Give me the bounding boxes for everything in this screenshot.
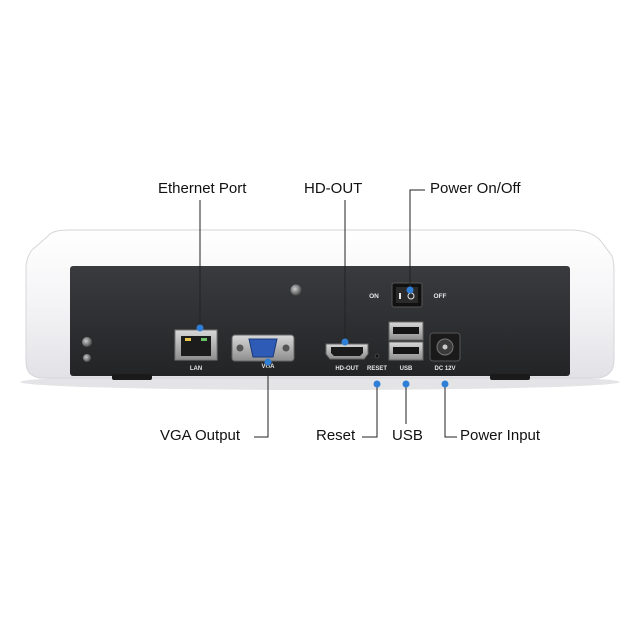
foot-right [490,374,530,380]
callout-usb: USB [392,427,423,444]
marker-power-switch-icon [406,286,414,294]
lan-port [174,329,218,361]
callout-hd-out: HD-OUT [304,180,363,197]
usb-ports [388,321,424,361]
hdmi-port-label: HD-OUT [335,366,359,372]
mounting-screw-icon [290,284,302,296]
callout-leaders [199,189,457,438]
callout-reset: Reset [316,427,356,444]
switch-on-label: ON [369,293,379,300]
marker-vga-icon [264,358,272,366]
hdmi-port [325,343,369,360]
callout-ethernet-port: Ethernet Port [158,180,247,197]
reset-port-label: RESET [367,366,387,372]
marker-power-input-icon [441,380,449,388]
callout-markers [196,286,449,388]
lan-port-label: LAN [190,366,202,372]
marker-ethernet-icon [196,324,204,332]
callout-power-input: Power Input [460,427,541,444]
dc-power-jack [429,332,461,362]
dc-port-label: DC 12V [434,366,455,372]
switch-off-label: OFF [434,293,447,300]
callout-power-onoff: Power On/Off [430,180,521,197]
callout-vga-output: VGA Output [160,427,241,444]
reset-pinhole [374,353,380,359]
usb-port-label: USB [400,366,413,372]
power-switch [391,282,423,308]
rear-panel [70,266,570,376]
marker-usb-icon [402,380,410,388]
vga-port [231,334,295,362]
ground-screw-icon [82,337,92,347]
ground-symbol-icon [83,354,91,362]
foot-left [112,374,152,380]
marker-reset-icon [373,380,381,388]
marker-hdout-icon [341,338,349,346]
